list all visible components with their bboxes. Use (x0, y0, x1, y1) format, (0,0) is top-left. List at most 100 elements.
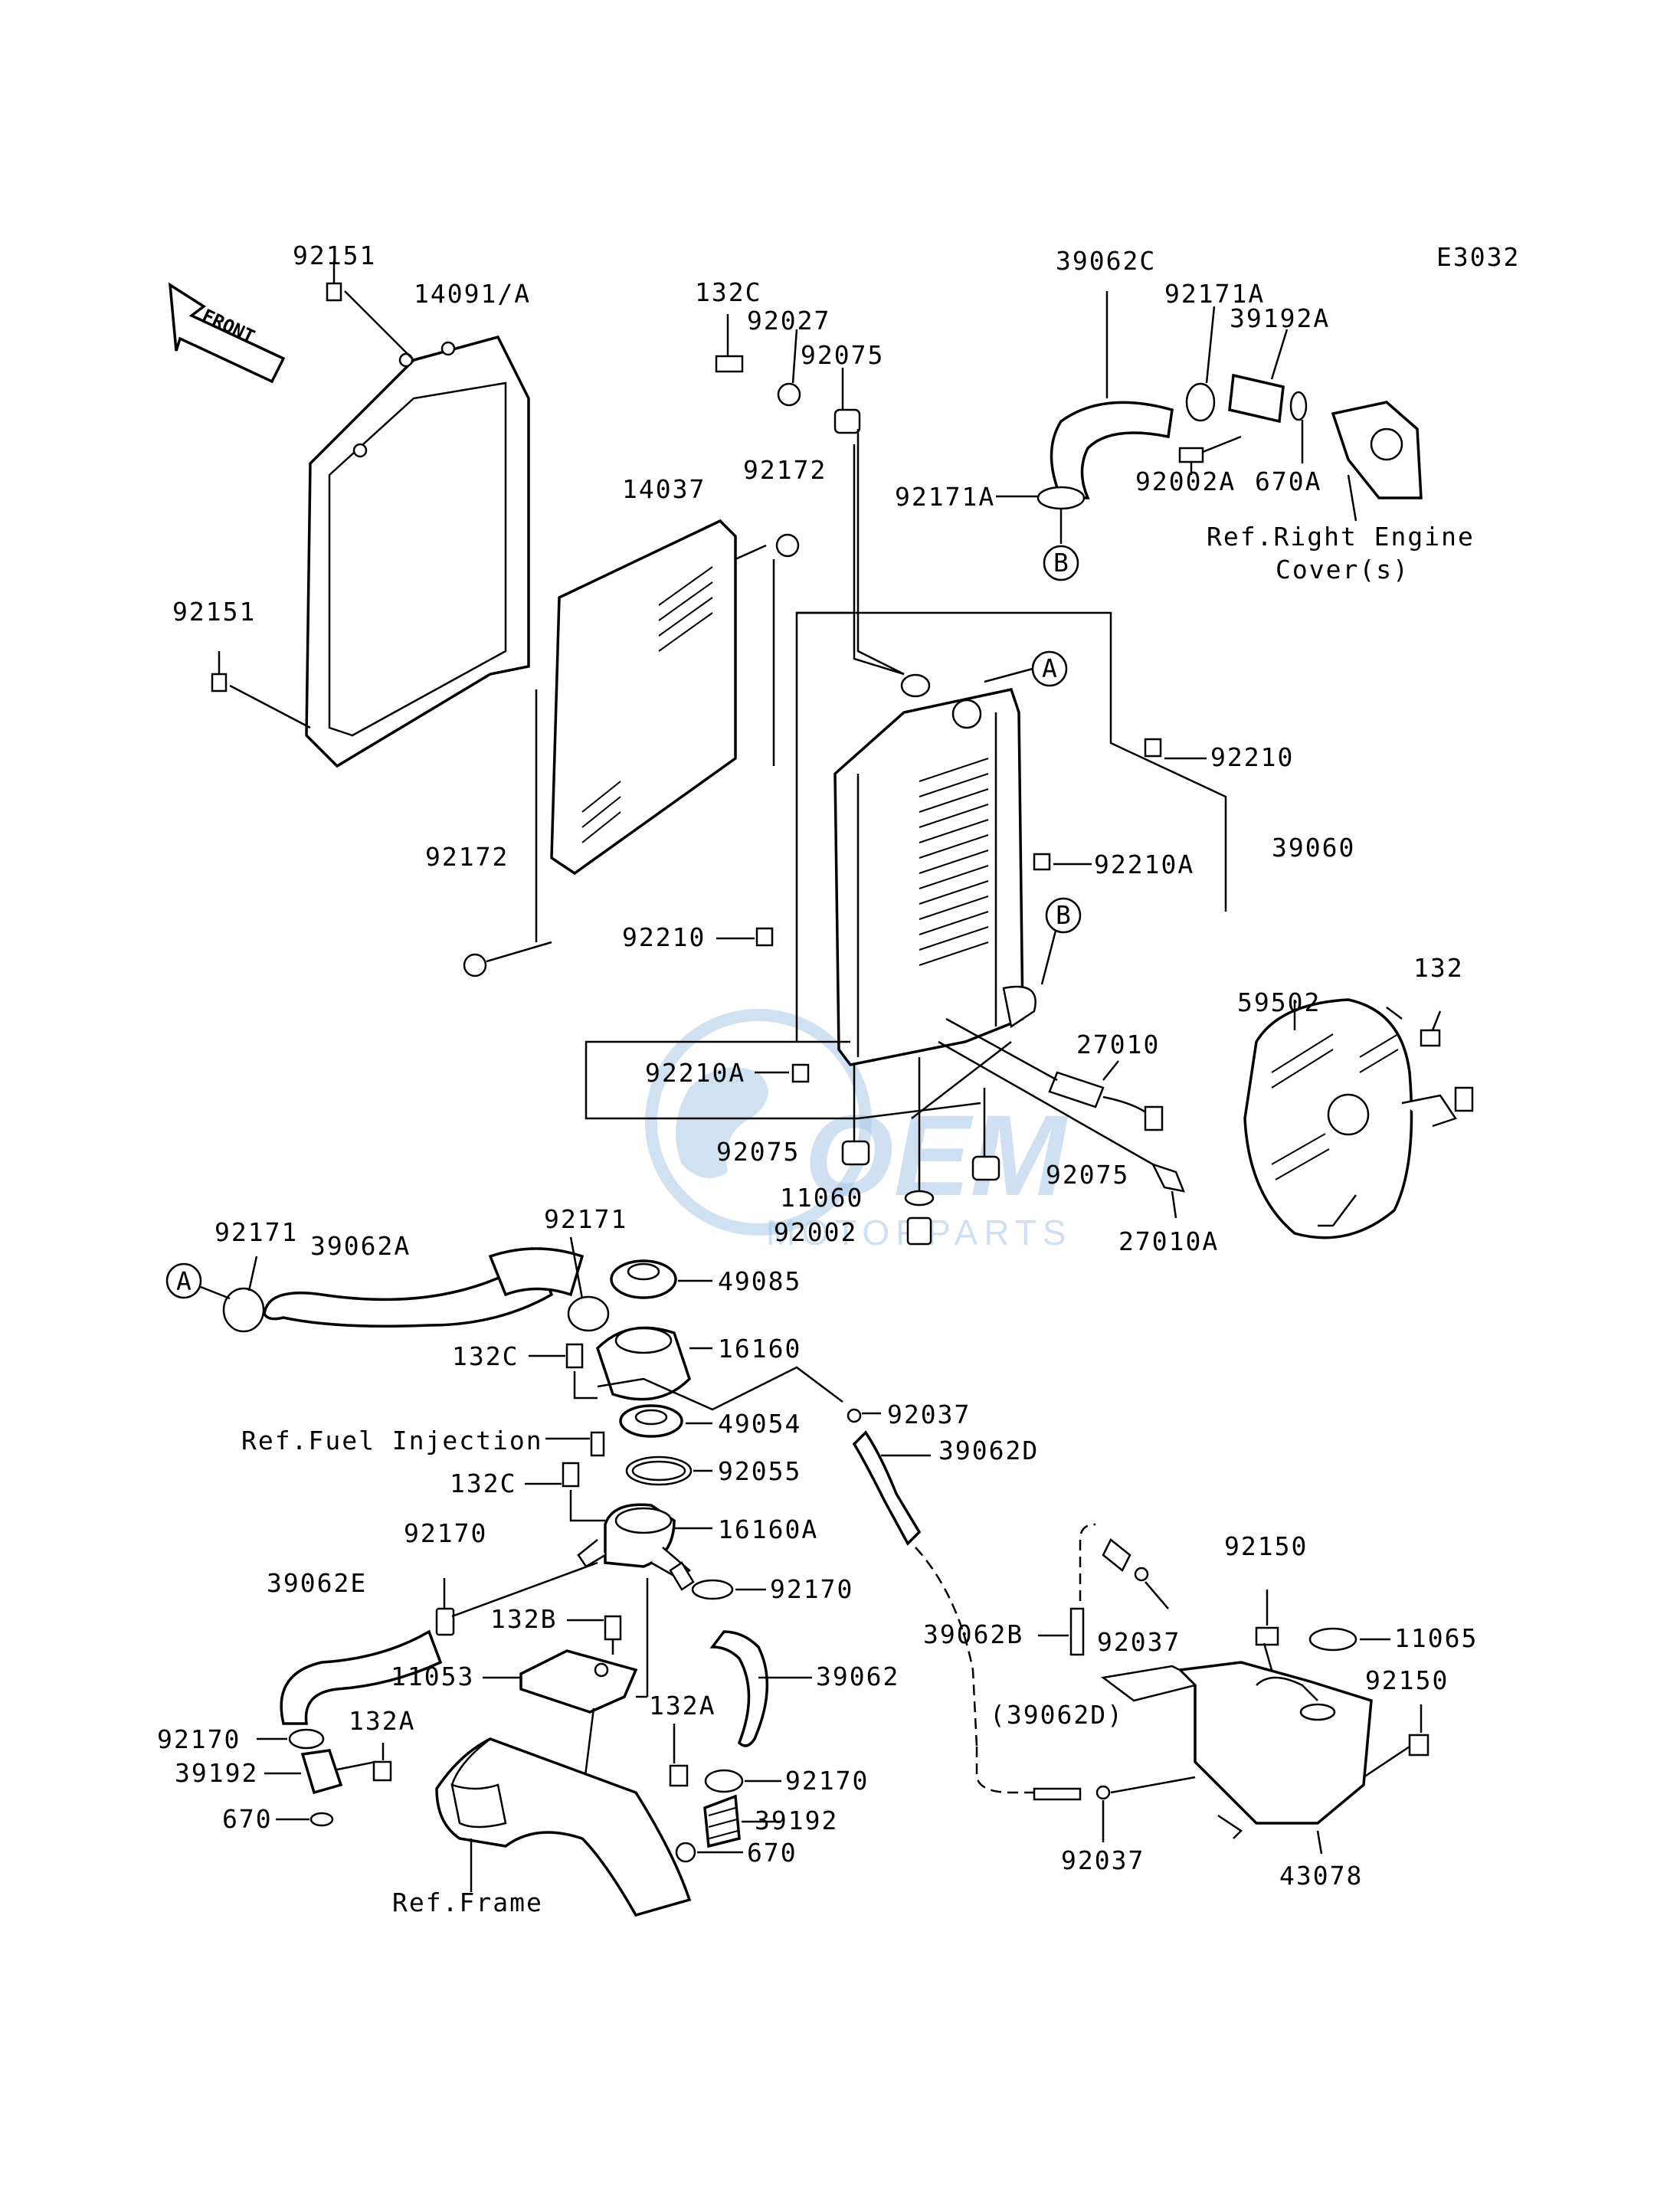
label-27010A: 27010A (1118, 1226, 1219, 1256)
label-132-right: 132 (1413, 953, 1464, 983)
label-39192-left: 39192 (175, 1758, 258, 1788)
label-92210-right: 92210 (1210, 742, 1294, 772)
washer-11060 (904, 1057, 935, 1207)
label-92037-mid: 92037 (1097, 1627, 1181, 1657)
radiator-cap (610, 1259, 712, 1299)
label-92151-top: 92151 (293, 241, 376, 270)
callout-A-radiator-text: A (1042, 653, 1059, 683)
bolt-132A-left (372, 1743, 392, 1782)
clamp-92170-left (257, 1728, 325, 1750)
label-39062D: 39062D (938, 1436, 1039, 1465)
bolt-132-right (1420, 1010, 1442, 1047)
bolt-132C-top (715, 314, 744, 373)
label-132A-left: 132A (349, 1706, 415, 1736)
bolt-132C-low (525, 1462, 605, 1522)
pipe-39192-left (264, 1749, 377, 1795)
clamp-92037-mid (1134, 1567, 1169, 1609)
label-39062: 39062 (816, 1662, 899, 1691)
label-92055: 92055 (718, 1456, 801, 1486)
hose-39062E (280, 1561, 598, 1725)
label-92037-low: 92037 (1061, 1845, 1145, 1875)
hose-39062D (852, 1430, 1034, 1794)
label-39062E: 39062E (267, 1568, 367, 1598)
label-11053: 11053 (391, 1662, 474, 1691)
clip-92210A-left (755, 1063, 810, 1083)
fuel-injection-sensor (545, 1431, 605, 1457)
label-92170-low: 92170 (785, 1766, 869, 1796)
label-132C-mid: 132C (452, 1341, 519, 1371)
radiator-shroud (305, 335, 530, 768)
bolt-92002A (1178, 435, 1242, 475)
label-92150-right: 92150 (1365, 1665, 1449, 1695)
bolt-92151-top (326, 260, 414, 361)
grommet-92075-right (971, 1088, 1000, 1181)
label-670-left: 670 (222, 1804, 273, 1834)
label-132A-mid: 132A (649, 1691, 716, 1721)
label-39192A: 39192A (1230, 303, 1330, 333)
bolt-92150-top (1255, 1590, 1279, 1671)
pipe-39192A (1228, 329, 1289, 424)
label-14037: 14037 (622, 474, 706, 504)
leader-43078 (1316, 1830, 1323, 1855)
label-92172-bottom: 92172 (425, 842, 509, 872)
label-92075-right: 92075 (1046, 1160, 1129, 1190)
label-92170-mid: 92170 (770, 1574, 853, 1604)
label-49085: 49085 (718, 1266, 801, 1296)
hose-39062C (1050, 291, 1174, 499)
label-92002A: 92002A (1135, 467, 1236, 496)
label-92027: 92027 (747, 306, 830, 336)
label-11060: 11060 (780, 1183, 863, 1213)
reservoir-tank (1100, 1661, 1373, 1839)
bolt-92172-bottom (463, 689, 552, 977)
hose-39062 (709, 1630, 812, 1747)
label-39062B: 39062B (923, 1619, 1023, 1649)
clamp-92171-left (222, 1256, 265, 1333)
cooling-fan (1243, 998, 1474, 1239)
label-92210A-right: 92210A (1094, 850, 1194, 879)
clamp-92037-low (1033, 1776, 1196, 1842)
label-16160: 16160 (718, 1334, 801, 1364)
o-ring-670-mid (675, 1842, 743, 1863)
label-92210-left: 92210 (622, 922, 706, 952)
diagram-code: E3032 (1436, 242, 1520, 272)
bolt-92172-top (735, 533, 800, 766)
label-16160A: 16160A (718, 1514, 818, 1544)
fan-switch-27010 (945, 1017, 1164, 1131)
bolt-132B (567, 1615, 622, 1655)
callout-B-radiator-text: B (1056, 900, 1073, 930)
engine-cover (1331, 401, 1423, 522)
label-132C-top: 132C (695, 277, 761, 307)
label-ref-right-engine-2: Cover(s) (1276, 555, 1410, 584)
label-39062D-paren: (39062D) (990, 1700, 1124, 1730)
label-132C-low: 132C (450, 1468, 516, 1498)
thermostat-housing-lower (577, 1503, 712, 1580)
label-92002: 92002 (774, 1217, 857, 1247)
o-ring-670A (1289, 391, 1308, 463)
clamp-92171A-top (1185, 306, 1216, 422)
clip-92210A-right (1033, 853, 1092, 871)
label-39062A: 39062A (310, 1231, 411, 1261)
label-ref-right-engine-1: Ref.Right Engine (1207, 522, 1475, 552)
label-27010: 27010 (1076, 1030, 1160, 1059)
label-92037-top: 92037 (887, 1400, 971, 1429)
frame-reference (435, 1737, 692, 1917)
sensor-27010A (938, 1040, 1186, 1219)
front-arrow: FRONT (168, 282, 286, 384)
thermostat-housing (595, 1326, 712, 1401)
radiator (833, 673, 1036, 1066)
clip-92210-left (716, 927, 774, 947)
label-92151-left: 92151 (172, 597, 256, 627)
grommet-92075-left (841, 1065, 870, 1166)
cap-11065 (1308, 1627, 1390, 1652)
label-39060: 39060 (1272, 833, 1355, 863)
label-132B: 132B (490, 1604, 557, 1634)
bolt-132C-mid (529, 1343, 598, 1400)
label-11065: 11065 (1394, 1623, 1478, 1653)
radiator-bracket-lines (585, 444, 1227, 1120)
label-92075-top: 92075 (801, 340, 884, 370)
label-14091A: 14091/A (414, 279, 531, 309)
bolt-92150-right (1363, 1704, 1429, 1779)
bolt-92151-left (211, 651, 311, 729)
label-92170-top: 92170 (404, 1518, 487, 1548)
clamp-92171-mid (567, 1236, 610, 1332)
